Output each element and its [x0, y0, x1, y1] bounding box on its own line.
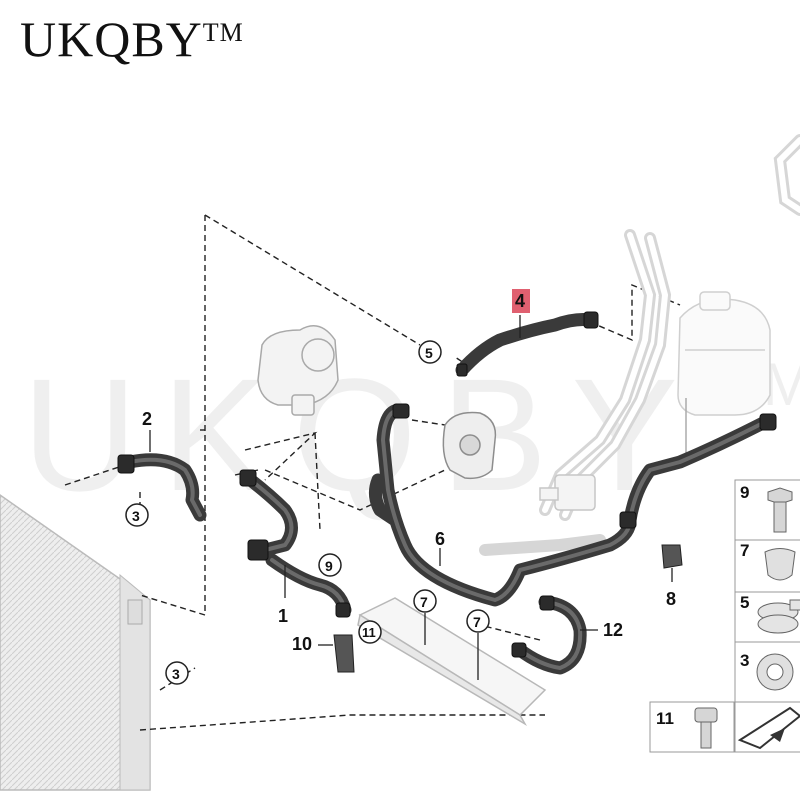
callout-3-a: 3	[132, 508, 140, 524]
callout-8: 8	[666, 589, 676, 609]
callout-9: 9	[325, 558, 333, 574]
water-pump	[442, 411, 497, 480]
callout-11: 11	[362, 625, 376, 640]
callout-ticks	[149, 315, 673, 680]
thermostat-housing	[257, 325, 339, 416]
dark-hoses	[123, 313, 772, 675]
brand-logo: UKQBYTM	[20, 14, 244, 64]
bolt-icon	[767, 487, 793, 533]
pale-valve-block	[539, 474, 596, 511]
legend-num-7: 7	[740, 541, 749, 560]
legend-num-9: 9	[740, 483, 749, 502]
callout-2: 2	[142, 409, 152, 429]
callout-3-b: 3	[172, 666, 180, 682]
hose-connectors	[117, 311, 777, 658]
callout-7-a: 7	[420, 594, 428, 610]
socket-screw-icon	[694, 707, 718, 749]
callout-7-b: 7	[473, 614, 481, 630]
lower-tank	[357, 597, 547, 727]
callout-12: 12	[603, 620, 623, 640]
legend-num-5: 5	[740, 593, 749, 612]
brand-trademark: TM	[202, 18, 244, 47]
callout-6: 6	[435, 529, 445, 549]
callout-10: 10	[292, 634, 312, 654]
callout-5: 5	[425, 345, 433, 361]
legend-num-11: 11	[656, 709, 674, 728]
hose-clamp-icon	[757, 599, 800, 634]
bracket-part-8	[661, 544, 683, 569]
callouts: 2 3 1 9 10 11 3 5 4 6 7 7 8 12 9 7 5 3 1…	[125, 289, 749, 728]
radiator	[0, 494, 151, 791]
quick-connector-icon	[756, 653, 794, 691]
callout-4: 4	[515, 291, 525, 311]
clip-icon	[764, 548, 796, 581]
expansion-tank	[677, 291, 771, 460]
dark-hoses-shine	[128, 408, 767, 670]
legend-num-3: 3	[740, 651, 749, 670]
callout-1: 1	[278, 606, 288, 626]
parts-legend	[649, 479, 800, 753]
bracket-part-10	[333, 634, 355, 673]
arrow-sign-icon	[737, 706, 800, 750]
leader-lines	[64, 214, 681, 731]
brand-name: UKQBY	[20, 11, 203, 67]
